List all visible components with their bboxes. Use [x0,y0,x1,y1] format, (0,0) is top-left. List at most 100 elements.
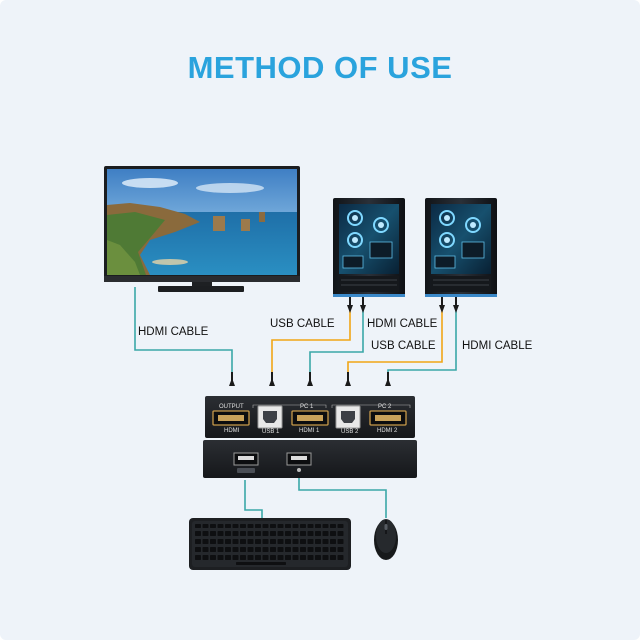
keyboard-key [300,555,306,560]
keyboard-key [240,524,246,528]
keyboard-key [202,547,209,552]
keyboard-key [202,524,209,528]
keyboard-key [277,547,284,552]
hdmi-cable-monitor [134,287,233,372]
keyboard-key [262,555,269,560]
keyboard-key [322,547,329,552]
hdmi-cable-pc1 [309,297,364,372]
keyboard-key [195,539,201,544]
pc-tower-icon [425,198,497,297]
port-label-output: OUTPUT [219,404,244,410]
keyboard-key [277,539,284,544]
keyboard-key [285,531,291,536]
keyboard-key [240,539,246,544]
keyboard-key [262,524,269,528]
keyboard-key [217,547,224,552]
usb-cable-pc1 [271,297,351,372]
keyboard-key [292,555,299,560]
keyboard-key [315,539,321,544]
keyboard-key [337,555,344,560]
keyboard-key [210,547,216,552]
hdmi-cable-pc2 [387,297,457,372]
keyboard-key [247,524,254,528]
keyboard-key [300,531,306,536]
usb-cable-pc2 [347,297,443,372]
keyboard-key [255,531,261,536]
cable-label-usb-pc1: USB CABLE [270,318,335,330]
keyboard-key [232,555,239,560]
keyboard-key [210,531,216,536]
keyboard-key [315,555,321,560]
keyboard-key [247,539,254,544]
keyboard-key [225,524,231,528]
keyboard-key [292,524,299,528]
keyboard-key [315,524,321,528]
keyboard-key [330,555,336,560]
keyboard-key [285,524,291,528]
keyboard-key [202,555,209,560]
cables [134,287,457,520]
keyboard-key [247,555,254,560]
keyboard-key [285,547,291,552]
keyboard-key [315,547,321,552]
keyboard-key [330,531,336,536]
keyboard-key [247,531,254,536]
mouse-icon [374,519,398,560]
keyboard-key [255,539,261,544]
keyboard-key [240,547,246,552]
cable-label-usb-pc2: USB CABLE [371,340,436,352]
keyboard-key [270,547,276,552]
keyboard-key [225,539,231,544]
keyboard-key [277,531,284,536]
keyboard-key [210,555,216,560]
keyboard-key [262,531,269,536]
monitor-icon [104,166,300,292]
keyboard-key [247,547,254,552]
keyboard-key [277,524,284,528]
cable-label-hdmi-monitor: HDMI CABLE [138,326,209,338]
port-label-pc2: PC 2 [378,404,392,410]
keyboard-key [232,547,239,552]
keyboard-key [262,539,269,544]
keyboard-key [307,555,314,560]
keyboard-key [202,539,209,544]
keyboard-key [255,524,261,528]
page-title: METHOD OF USE [187,50,453,85]
keyboard-key [322,539,329,544]
keyboard-key [300,524,306,528]
keyboard-key [217,555,224,560]
keyboard-key [195,547,201,552]
keyboard-key [240,531,246,536]
keyboard-key [225,531,231,536]
keyboard-key [270,524,276,528]
keyboard-key [330,547,336,552]
keyboard-key [210,539,216,544]
keyboard-key [217,524,224,528]
pc-tower-icon [333,198,405,297]
keyboard-key [330,539,336,544]
keyboard-key [322,531,329,536]
port-label-pc1: PC 1 [300,404,314,410]
keyboard-key [255,555,261,560]
keyboard-key [330,524,336,528]
keyboard-key [315,531,321,536]
keyboard-key [292,531,299,536]
keyboard-key [292,547,299,552]
keyboard-key [322,555,329,560]
keyboard-key [217,531,224,536]
cable-label-hdmi-pc2: HDMI CABLE [462,340,533,352]
arrow-icons [229,297,459,386]
keyboard-key [232,539,239,544]
keyboard-key [217,539,224,544]
keyboard-key [270,531,276,536]
keyboard-key [202,531,209,536]
keyboard-key [225,547,231,552]
keyboard-key [307,524,314,528]
keyboard-key [307,547,314,552]
keyboard-key [337,531,344,536]
keyboard-key [337,524,344,528]
keyboard-key [285,539,291,544]
port-label-usb2: USB 2 [341,429,359,435]
